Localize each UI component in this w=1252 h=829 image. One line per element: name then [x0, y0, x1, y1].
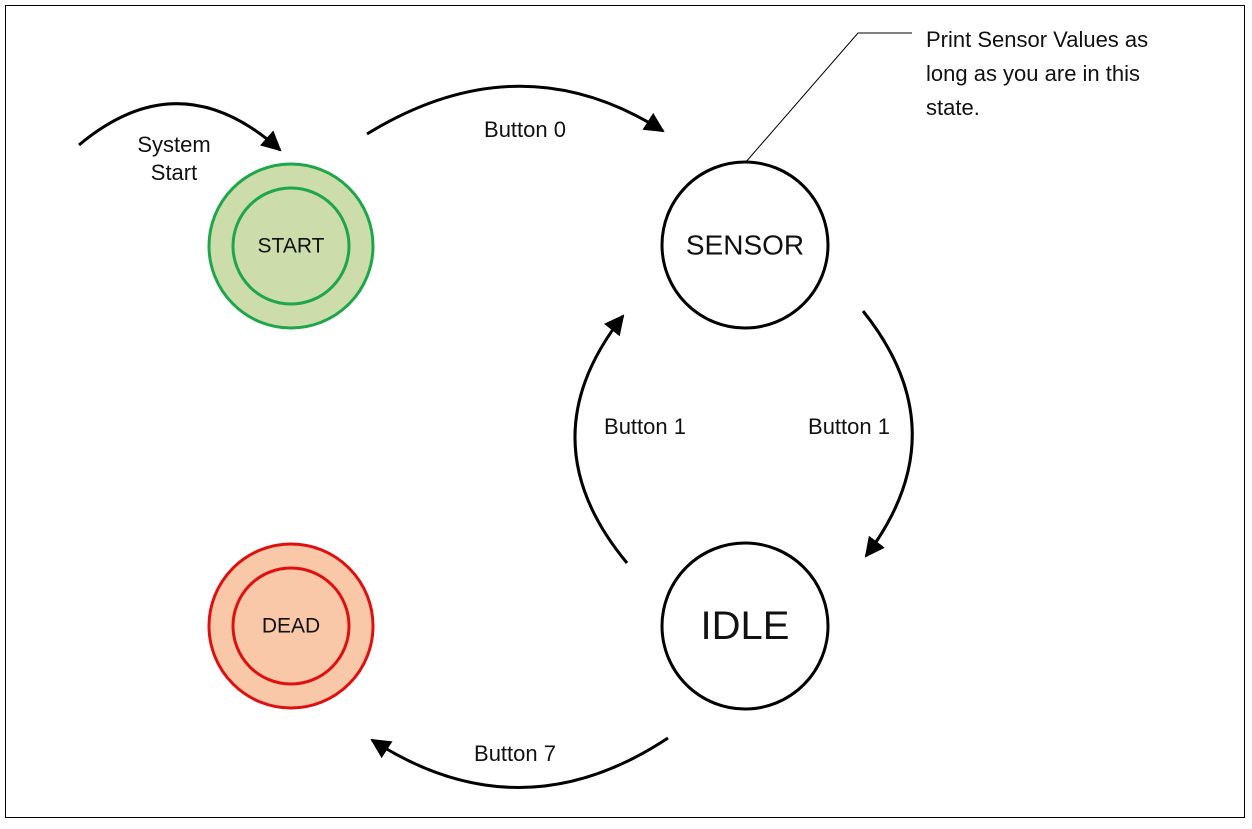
arrow-idle-to-dead — [370, 736, 669, 789]
state-idle[interactable]: IDLE — [660, 541, 830, 711]
state-dead-inner-circle — [231, 566, 351, 686]
state-dead[interactable]: DEAD — [207, 542, 375, 710]
note-line-2: long as you are in this — [926, 61, 1140, 86]
label-idle-to-sensor: Button 1 — [604, 414, 686, 439]
state-sensor-circle — [660, 160, 830, 330]
note-line-1: Print Sensor Values as — [926, 27, 1148, 52]
state-sensor[interactable]: SENSOR — [660, 160, 830, 330]
arrow-sensor-to-idle — [861, 310, 914, 558]
note-leader-line — [744, 32, 912, 164]
label-system-start-line2: Start — [151, 160, 197, 185]
state-start-label: START — [258, 235, 325, 258]
label-idle-to-dead: Button 7 — [474, 741, 556, 766]
arrow-system-start — [78, 102, 282, 152]
arrow-start-to-sensor — [366, 84, 665, 136]
diagram-frame — [5, 5, 1245, 818]
state-sensor-label: SENSOR — [686, 230, 804, 261]
state-dead-label: DEAD — [262, 615, 320, 638]
label-sensor-to-idle: Button 1 — [808, 414, 890, 439]
state-start[interactable]: START — [207, 162, 375, 330]
arrow-idle-to-sensor — [573, 314, 629, 564]
state-start-inner-circle — [231, 186, 351, 306]
label-system-start-line1: System — [137, 132, 210, 157]
state-idle-label: IDLE — [701, 604, 790, 648]
note-line-3: state. — [926, 95, 980, 120]
label-start-to-sensor: Button 0 — [484, 117, 566, 142]
state-idle-circle — [660, 541, 830, 711]
